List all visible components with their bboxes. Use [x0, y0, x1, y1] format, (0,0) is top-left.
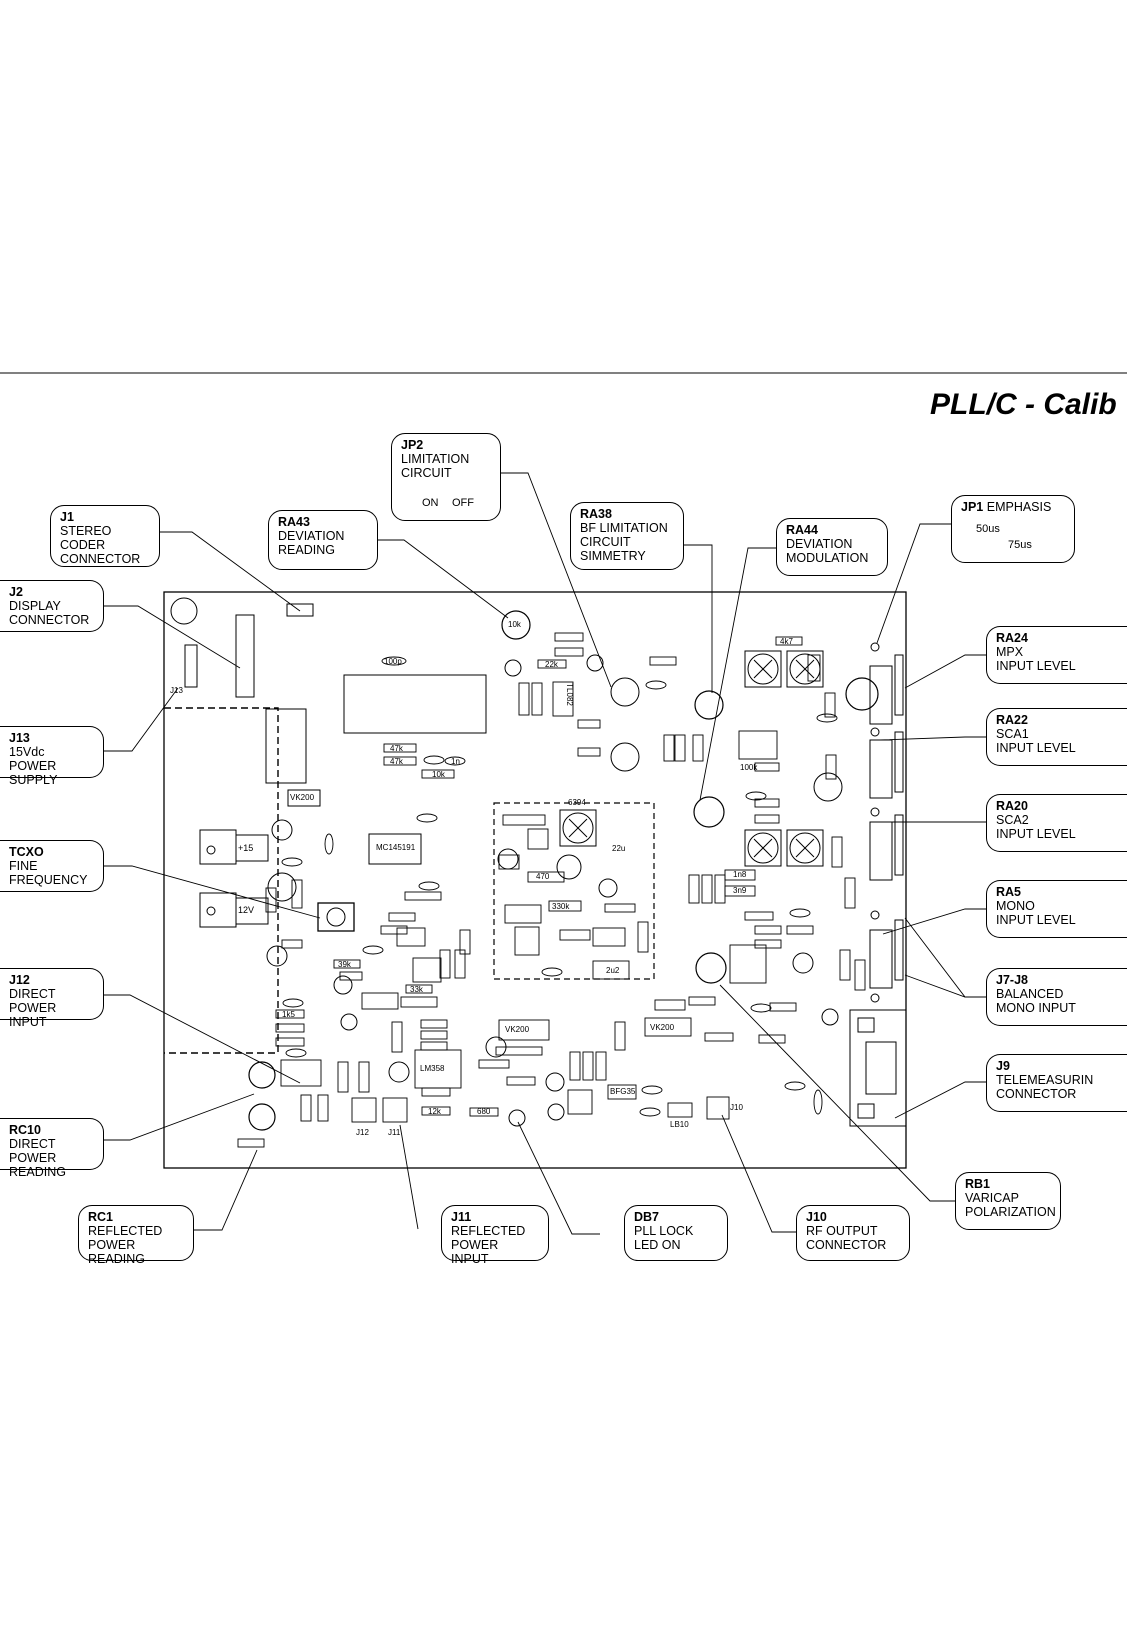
- board-label: 12V: [238, 905, 255, 915]
- board-label: 2u2: [606, 966, 620, 975]
- callout-j2: J2 DISPLAY CONNECTOR: [0, 580, 104, 632]
- callout-rc10: RC10 DIRECT POWER READING: [0, 1118, 104, 1179]
- board-label: 47k: [390, 757, 403, 766]
- page-title: PLL/C - Calib: [930, 388, 1117, 421]
- board-label: VK200: [505, 1025, 530, 1034]
- callout-ra5: RA5 MONO INPUT LEVEL: [986, 880, 1127, 938]
- callout-tcxo: TCXO FINE FREQUENCY: [0, 840, 104, 892]
- board-label: 6394: [568, 798, 586, 807]
- board-label: 22k: [545, 660, 558, 669]
- pcb-outline: [163, 591, 907, 1169]
- callout-j7-j8: J7-J8 BALANCED MONO INPUT: [986, 968, 1127, 1026]
- board-label: 10k: [508, 620, 521, 629]
- board-label: LM358: [420, 1064, 445, 1073]
- board-label: 39k: [338, 960, 351, 969]
- callout-ra44: RA44 DEVIATION MODULATION: [776, 518, 888, 576]
- callout-ra24: RA24 MPX INPUT LEVEL: [986, 626, 1127, 684]
- board-label: J12: [356, 1128, 369, 1137]
- board-label: MC145191: [376, 843, 416, 852]
- board-label: 10k: [432, 770, 445, 779]
- board-label: J13: [170, 686, 183, 695]
- board-label: 680: [477, 1107, 491, 1116]
- callout-j10: J10 RF OUTPUT CONNECTOR: [796, 1205, 910, 1261]
- board-label: J11: [388, 1128, 401, 1137]
- callout-jp2: JP2 LIMITATION CIRCUIT ON OFF: [391, 433, 501, 521]
- board-label: 1n8: [733, 870, 747, 879]
- jp2-on-label: ON: [422, 497, 439, 509]
- jp1-50us-label: 50us: [976, 523, 1000, 535]
- callout-j11: J11 REFLECTED POWER INPUT: [441, 1205, 549, 1266]
- callout-jp1: JP1 EMPHASIS 50us 75us: [951, 495, 1075, 563]
- callout-j9: J9 TELEMEASURIN CONNECTOR: [986, 1054, 1127, 1112]
- callout-db7: DB7 PLL LOCK LED ON: [624, 1205, 728, 1261]
- board-label: 100k: [740, 763, 758, 772]
- board-label: 33k: [410, 985, 423, 994]
- board-label: 4k7: [780, 637, 793, 646]
- callout-ra38: RA38 BF LIMITATION CIRCUIT SIMMETRY: [570, 502, 684, 570]
- board-label: 100p: [384, 657, 402, 666]
- callout-ra43: RA43 DEVIATION READING: [268, 510, 378, 570]
- board-label: 1n: [451, 757, 460, 766]
- board-label: +15: [238, 843, 254, 853]
- jp2-off-label: OFF: [452, 497, 474, 509]
- board-label: TL082: [564, 683, 574, 706]
- board-label: BFG35: [610, 1087, 636, 1096]
- board-label: J10: [730, 1103, 743, 1112]
- jp1-75us-label: 75us: [1008, 539, 1032, 551]
- board-label: 330k: [552, 902, 570, 911]
- callout-ra20: RA20 SCA2 INPUT LEVEL: [986, 794, 1127, 852]
- board-label: VK200: [650, 1023, 675, 1032]
- board-label: VK200: [290, 793, 315, 802]
- board-label: 12k: [428, 1107, 441, 1116]
- callout-j13: J13 15Vdc POWER SUPPLY: [0, 726, 104, 787]
- callout-j1: J1 STEREO CODER CONNECTOR: [50, 505, 160, 567]
- callout-ra22: RA22 SCA1 INPUT LEVEL: [986, 708, 1127, 766]
- board-label: 22u: [612, 844, 626, 853]
- board-label: 470: [536, 872, 550, 881]
- board-label: LB10: [670, 1120, 689, 1129]
- callout-j12: J12 DIRECT POWER INPUT: [0, 968, 104, 1029]
- callout-rc1: RC1 REFLECTED POWER READING: [78, 1205, 194, 1266]
- board-label: 3n9: [733, 886, 747, 895]
- callout-rb1: RB1 VARICAP POLARIZATION: [955, 1172, 1061, 1230]
- board-label: 47k: [390, 744, 403, 753]
- board-label: 1k5: [282, 1010, 295, 1019]
